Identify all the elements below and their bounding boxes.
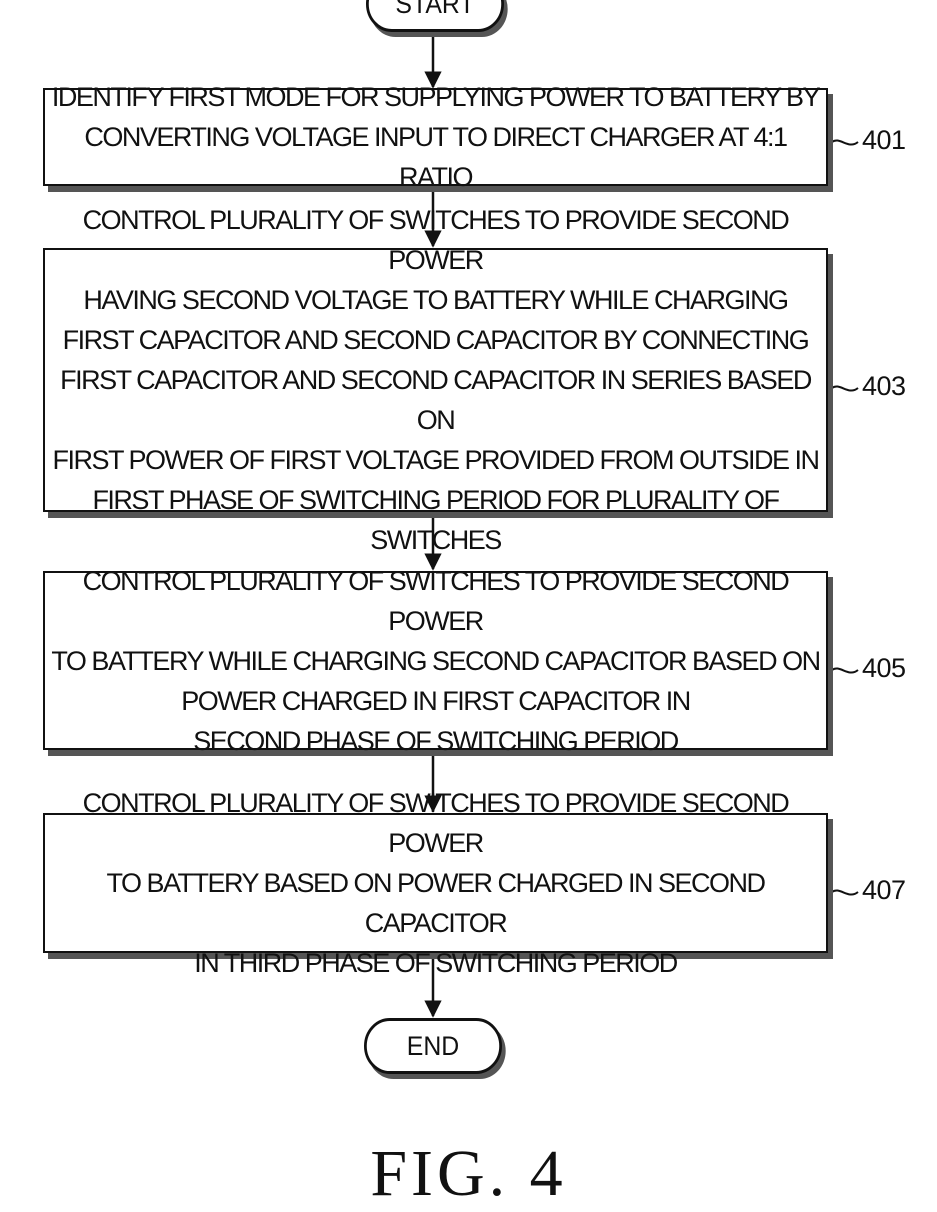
start-label: START (395, 0, 474, 20)
step-ref-403: 403 (862, 371, 906, 402)
step-text-403: CONTROL PLURALITY OF SWITCHES TO PROVIDE… (51, 200, 820, 560)
step-text-401: IDENTIFY FIRST MODE FOR SUPPLYING POWER … (51, 77, 820, 197)
step-box-401: IDENTIFY FIRST MODE FOR SUPPLYING POWER … (43, 88, 828, 186)
step-ref-405: 405 (862, 653, 906, 684)
end-label: END (407, 1031, 459, 1062)
leader-line-401 (832, 140, 858, 144)
leader-line-403 (832, 386, 858, 390)
step-box-403: CONTROL PLURALITY OF SWITCHES TO PROVIDE… (43, 248, 828, 512)
step-ref-401: 401 (862, 125, 906, 156)
step-text-407: CONTROL PLURALITY OF SWITCHES TO PROVIDE… (51, 783, 820, 983)
start-terminal: START (366, 0, 504, 32)
leader-line-407 (832, 890, 858, 894)
step-box-405: CONTROL PLURALITY OF SWITCHES TO PROVIDE… (43, 571, 828, 750)
step-box-407: CONTROL PLURALITY OF SWITCHES TO PROVIDE… (43, 813, 828, 953)
leader-line-405 (832, 668, 858, 672)
end-terminal: END (364, 1018, 502, 1074)
figure-label: FIG. 4 (0, 1136, 937, 1212)
step-text-405: CONTROL PLURALITY OF SWITCHES TO PROVIDE… (51, 561, 820, 761)
step-ref-407: 407 (862, 875, 906, 906)
